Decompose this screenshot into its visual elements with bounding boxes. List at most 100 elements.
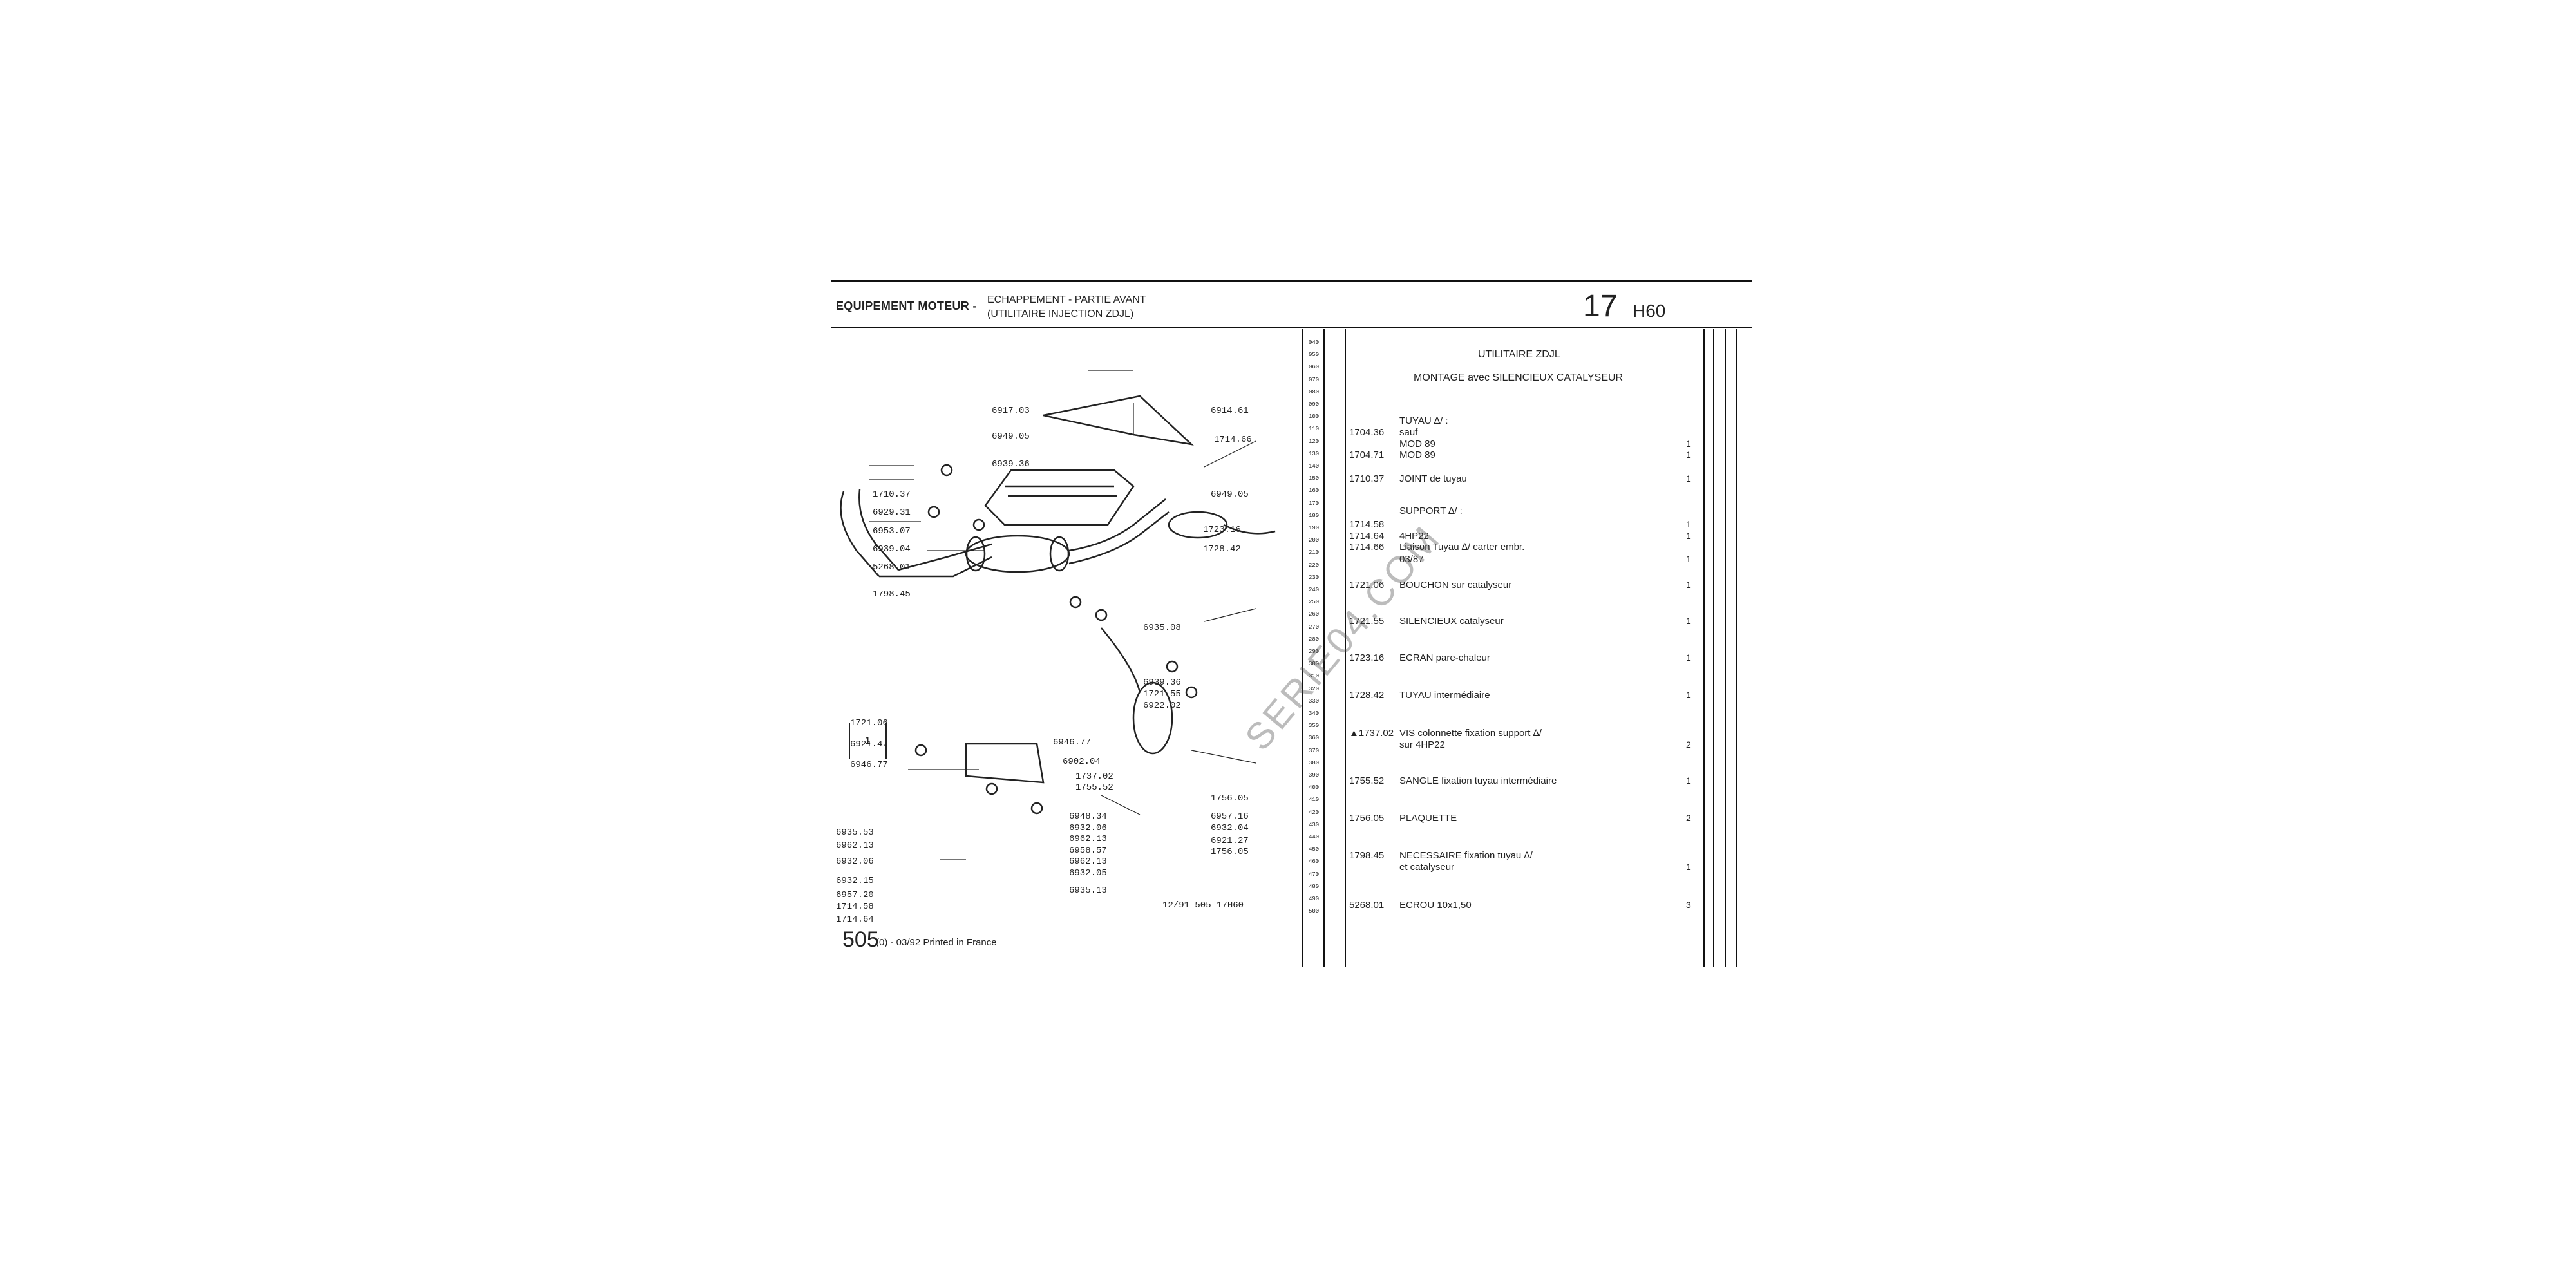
part-description: VIS colonnette fixation support ∆/ xyxy=(1399,728,1542,739)
diagram-callout: 6929.31 xyxy=(873,507,911,518)
group-bracket-label: 1 xyxy=(849,723,887,759)
diagram-callout: 6958.57 xyxy=(1069,846,1107,856)
diagram-callout: 5268.01 xyxy=(873,562,911,573)
diagram-callout: 6914.61 xyxy=(1211,406,1249,416)
grid-line-7 xyxy=(1736,329,1737,967)
part-ref: 1704.36 xyxy=(1349,427,1385,438)
row-number: 170 xyxy=(1309,500,1320,507)
row-number: 100 xyxy=(1309,413,1320,421)
diagram-callout: 6917.03 xyxy=(992,406,1030,416)
diagram-callout: 6957.20 xyxy=(836,890,874,900)
diagram-callout: 6935.13 xyxy=(1069,886,1107,896)
part-description: 4HP22 xyxy=(1399,531,1429,542)
diagram-callout: 6902.04 xyxy=(1063,757,1101,767)
diagram-callout: 6946.77 xyxy=(850,760,888,770)
row-number: 360 xyxy=(1309,735,1320,742)
part-ref: 1756.05 xyxy=(1349,813,1385,824)
row-number: 410 xyxy=(1309,797,1320,804)
diagram-callout: 1714.64 xyxy=(836,914,874,925)
part-description: SILENCIEUX catalyseur xyxy=(1399,616,1504,627)
grid-line-4 xyxy=(1703,329,1705,967)
row-number: 350 xyxy=(1309,723,1320,730)
row-number: 120 xyxy=(1309,438,1320,445)
part-row: MOD 89 xyxy=(1349,439,1729,450)
row-number: 290 xyxy=(1309,649,1320,655)
diagram-callout: 6932.06 xyxy=(1069,823,1107,833)
diagram-callout: 6962.13 xyxy=(836,840,874,851)
part-quantity: 1 xyxy=(1686,450,1691,460)
row-number: 420 xyxy=(1309,809,1320,816)
row-number: 240 xyxy=(1309,587,1320,593)
row-number: 490 xyxy=(1309,896,1320,902)
diagram-callout: 1737.02 xyxy=(1075,772,1113,782)
part-ref: ▲1737.02 xyxy=(1349,728,1394,739)
part-quantity: 2 xyxy=(1686,739,1691,750)
row-number: 260 xyxy=(1309,611,1320,618)
part-row: TUYAU ∆/ : xyxy=(1349,415,1729,426)
part-row: sur 4HP22 xyxy=(1349,739,1729,750)
part-description: SUPPORT ∆/ : xyxy=(1399,506,1463,516)
section-title: EQUIPEMENT MOTEUR - xyxy=(836,299,977,312)
subtitle-line-1: ECHAPPEMENT - PARTIE AVANT xyxy=(987,294,1146,305)
row-number: 060 xyxy=(1309,364,1320,371)
diagram-callout: 6939.04 xyxy=(873,544,911,554)
diagram-callout: 1756.05 xyxy=(1211,793,1249,804)
part-ref: 1723.16 xyxy=(1349,652,1385,663)
part-ref: 1721.55 xyxy=(1349,616,1385,627)
part-ref: 1714.58 xyxy=(1349,519,1385,530)
row-number: 080 xyxy=(1309,388,1320,395)
footer-page-number: 505 xyxy=(842,927,879,952)
diagram-callout: 6939.36 xyxy=(1143,677,1181,688)
diagram-callout: 1721.55 xyxy=(1143,689,1181,699)
row-number: 440 xyxy=(1309,834,1320,840)
row-number: 040 xyxy=(1309,339,1320,346)
figure-code: 12/91 505 17H60 xyxy=(1162,900,1244,911)
part-quantity: 2 xyxy=(1686,813,1691,823)
parts-catalog-page: EQUIPEMENT MOTEUR - ECHAPPEMENT - PARTIE… xyxy=(831,280,1752,969)
part-row: 1723.16 ECRAN pare-chaleur xyxy=(1349,652,1729,663)
diagram-callout: 6962.13 xyxy=(1069,857,1107,867)
row-number: 190 xyxy=(1309,525,1320,531)
row-number: 330 xyxy=(1309,697,1320,705)
diagram-callout: 6946.77 xyxy=(1053,737,1091,748)
grid-line-5 xyxy=(1713,329,1714,967)
row-number: 250 xyxy=(1309,599,1320,606)
row-number: 340 xyxy=(1309,710,1320,717)
diagram-callout: 6935.08 xyxy=(1143,623,1181,633)
chapter-number: 17 xyxy=(1583,289,1618,323)
diagram-callout: 6921.47 xyxy=(850,739,888,750)
row-number: 150 xyxy=(1309,475,1320,482)
row-number: 050 xyxy=(1309,352,1320,359)
part-quantity: 1 xyxy=(1686,616,1691,626)
diagram-callout: 6921.27 xyxy=(1211,836,1249,846)
part-row: SUPPORT ∆/ : xyxy=(1349,506,1729,516)
part-quantity: 1 xyxy=(1686,439,1691,449)
part-description: PLAQUETTE xyxy=(1399,813,1457,824)
part-description: BOUCHON sur catalyseur xyxy=(1399,580,1512,591)
part-quantity: 1 xyxy=(1686,554,1691,564)
part-description: 03/87 xyxy=(1399,554,1424,565)
subtitle-line-2: (UTILITAIRE INJECTION ZDJL) xyxy=(987,308,1134,319)
part-quantity: 1 xyxy=(1686,775,1691,786)
part-quantity: 1 xyxy=(1686,862,1691,872)
part-description: SANGLE fixation tuyau intermédiaire xyxy=(1399,775,1557,786)
part-quantity: 1 xyxy=(1686,473,1691,484)
part-quantity: 3 xyxy=(1686,900,1691,910)
diagram-callout: 1756.05 xyxy=(1211,847,1249,857)
part-ref: 5268.01 xyxy=(1349,900,1385,911)
diagram-callout: 6949.05 xyxy=(1211,489,1249,500)
part-quantity: 1 xyxy=(1686,519,1691,529)
diagram-callout: 6932.06 xyxy=(836,857,874,867)
part-description: ECRAN pare-chaleur xyxy=(1399,652,1490,663)
part-ref: 1728.42 xyxy=(1349,690,1385,701)
diagram-callout: 6932.15 xyxy=(836,876,874,886)
grid-line-1 xyxy=(1302,329,1303,967)
diagram-callout: 6957.16 xyxy=(1211,811,1249,822)
row-number: 470 xyxy=(1309,871,1320,878)
row-number: 460 xyxy=(1309,858,1320,866)
